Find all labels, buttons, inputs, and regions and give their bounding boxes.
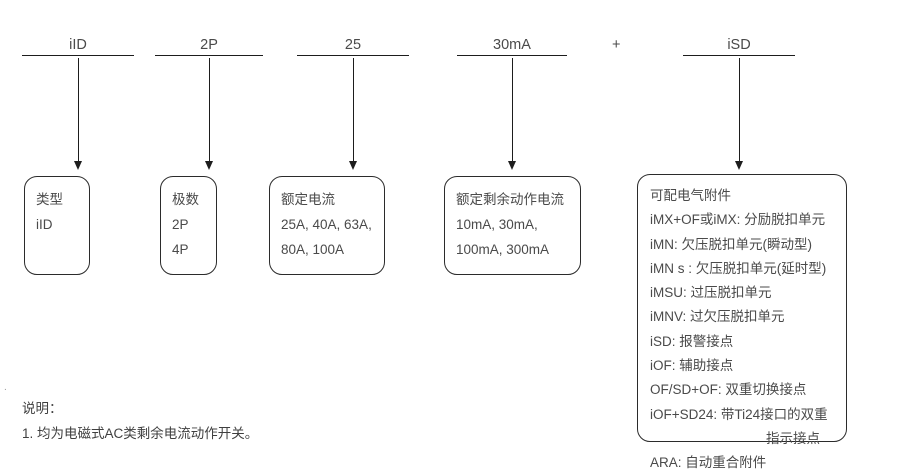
code-segment-rule (22, 55, 134, 56)
box-rated-residual-current: 额定剩余动作电流 10mA, 30mA, 100mA, 300mA (444, 176, 581, 275)
box-line: OF/SD+OF: 双重切换接点 (650, 382, 807, 398)
code-segment-rule (683, 55, 795, 56)
code-segment-label: 25 (344, 37, 362, 53)
box-line: iMX+OF或iMX: 分励脱扣单元 (650, 212, 826, 228)
box-line: 额定剩余动作电流 (456, 192, 564, 207)
box-poles: 极数 2P 4P (160, 176, 217, 275)
box-line: 极数 (172, 192, 199, 207)
code-segment-type: iID (22, 36, 134, 56)
code-segment-rule (297, 55, 409, 56)
box-line: 25A, 40A, 63A, (281, 217, 372, 232)
box-line: 80A, 100A (281, 242, 345, 257)
stray-mark: . (4, 382, 7, 393)
box-line: 100mA, 300mA (456, 242, 550, 257)
code-segment-label: iID (69, 37, 87, 53)
code-segment-residual-current: 30mA (457, 36, 567, 56)
box-electrical-accessories: 可配电气附件 iMX+OF或iMX: 分励脱扣单元 iMN: 欠压脱扣单元(瞬动… (637, 174, 847, 470)
box-line: iID (36, 217, 53, 232)
box-line: iMN: 欠压脱扣单元(瞬动型) (650, 236, 812, 252)
box-line: 10mA, 30mA, (456, 217, 538, 232)
code-segment-poles: 2P (155, 36, 263, 56)
notes-item: 1. 均为电磁式AC类剩余电流动作开关。 (22, 426, 259, 441)
box-line: iOF+SD24: 带Ti24接口的双重 (650, 406, 828, 422)
notes-heading: 说明： (22, 401, 63, 416)
box-line: 可配电气附件 (650, 188, 731, 203)
box-rated-current: 额定电流 25A, 40A, 63A, 80A, 100A (269, 176, 385, 275)
box-line: iMSU: 过压脱扣单元 (650, 285, 772, 301)
box-line: 类型 (36, 192, 63, 207)
box-line: ARA: 自动重合附件 (650, 455, 767, 471)
plus-separator: + (612, 37, 621, 53)
box-line: iOF: 辅助接点 (650, 358, 734, 374)
box-type: 类型 iID (24, 176, 90, 275)
box-line: iMNV: 过欠压脱扣单元 (650, 309, 785, 325)
box-line: 2P (172, 217, 189, 232)
box-line: iSD: 报警接点 (650, 333, 734, 349)
code-segment-rule (155, 55, 263, 56)
code-segment-rule (457, 55, 567, 56)
code-segment-label: 30mA (493, 37, 531, 53)
code-segment-current: 25 (297, 36, 409, 56)
box-line: iMN s : 欠压脱扣单元(延时型) (650, 260, 827, 276)
code-segment-label: iSD (727, 37, 751, 53)
code-segment-label: 2P (200, 37, 218, 53)
box-line: 指示接点 (766, 430, 820, 446)
box-line: 4P (172, 242, 189, 257)
code-segment-accessory: iSD (683, 36, 795, 56)
box-line: 额定电流 (281, 192, 335, 207)
